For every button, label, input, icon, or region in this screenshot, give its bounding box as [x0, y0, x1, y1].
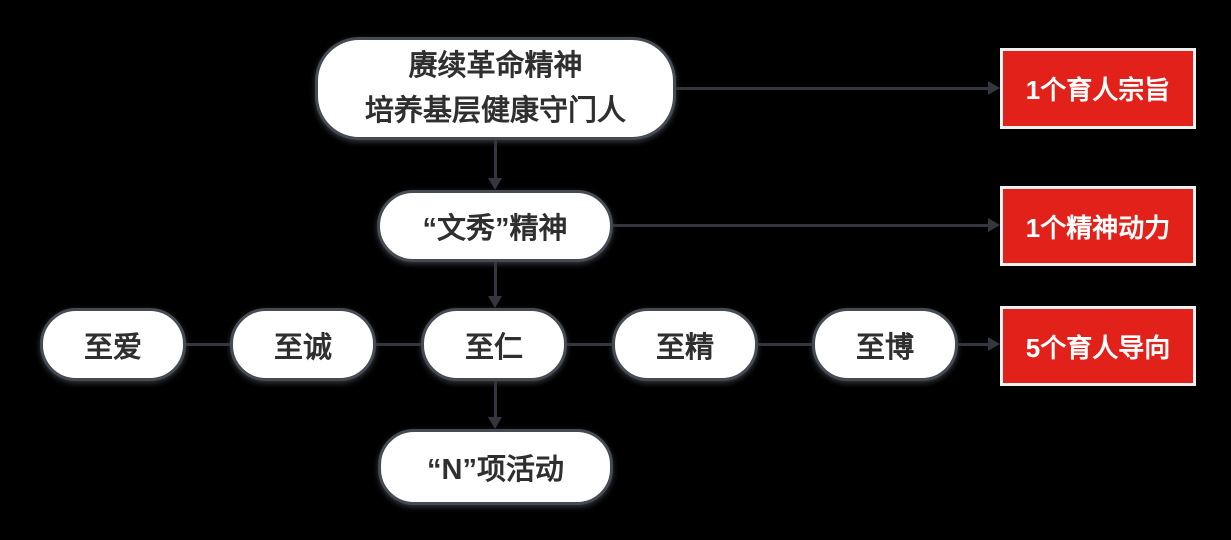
node-wenxiu-spirit-label: “文秀”精神	[422, 213, 568, 245]
side-label-orientations-text: 5个育人导向	[1025, 332, 1171, 363]
node-orientation-label: 至爱	[83, 331, 142, 364]
node-orientation-label: 至诚	[273, 331, 332, 364]
node-orientation-label: 至精	[655, 331, 714, 364]
arrowhead-down-icon	[488, 296, 502, 308]
node-n-activities: “N”项活动	[378, 429, 613, 505]
connector-zhijing-zhibo	[758, 343, 812, 346]
node-orientation-zhiren: 至仁	[421, 308, 567, 381]
side-label-spirit-power-text: 1个精神动力	[1025, 212, 1171, 243]
side-label-spirit-power: 1个精神动力	[1000, 186, 1196, 266]
connector-zhiai-zhicheng	[186, 343, 230, 346]
connector-root-to-spirit	[494, 140, 497, 178]
connector-zhibo-to-orientations	[958, 343, 988, 346]
node-orientation-zhijing: 至精	[612, 308, 758, 381]
connector-root-to-purpose	[676, 87, 988, 90]
connector-spirit-to-zhiren	[494, 262, 497, 296]
node-orientation-zhibo: 至博	[812, 308, 958, 381]
node-root-line2: 培养基层健康守门人	[364, 94, 626, 127]
node-n-activities-label: “N”项活动	[427, 454, 564, 486]
connector-zhicheng-zhiren	[376, 343, 421, 346]
node-root-mission: 赓续革命精神 培养基层健康守门人	[315, 37, 676, 140]
connector-zhiren-zhijing	[567, 343, 612, 346]
node-root-line1: 赓续革命精神	[408, 49, 583, 82]
connector-spirit-to-power	[613, 224, 988, 227]
connector-zhiren-to-activities	[494, 381, 497, 417]
arrowhead-right-icon	[988, 81, 1000, 95]
side-label-purpose: 1个育人宗旨	[1000, 48, 1196, 129]
arrowhead-down-icon	[488, 178, 502, 190]
node-orientation-label: 至仁	[464, 331, 523, 364]
side-label-orientations: 5个育人导向	[1000, 306, 1196, 386]
node-wenxiu-spirit: “文秀”精神	[377, 190, 613, 262]
side-label-purpose-text: 1个育人宗旨	[1025, 75, 1171, 105]
node-orientation-zhiai: 至爱	[40, 308, 186, 381]
node-orientation-zhicheng: 至诚	[230, 308, 376, 381]
arrowhead-right-icon	[988, 218, 1000, 232]
node-orientation-label: 至博	[855, 331, 914, 364]
arrowhead-down-icon	[488, 417, 502, 429]
arrowhead-right-icon	[988, 337, 1000, 351]
